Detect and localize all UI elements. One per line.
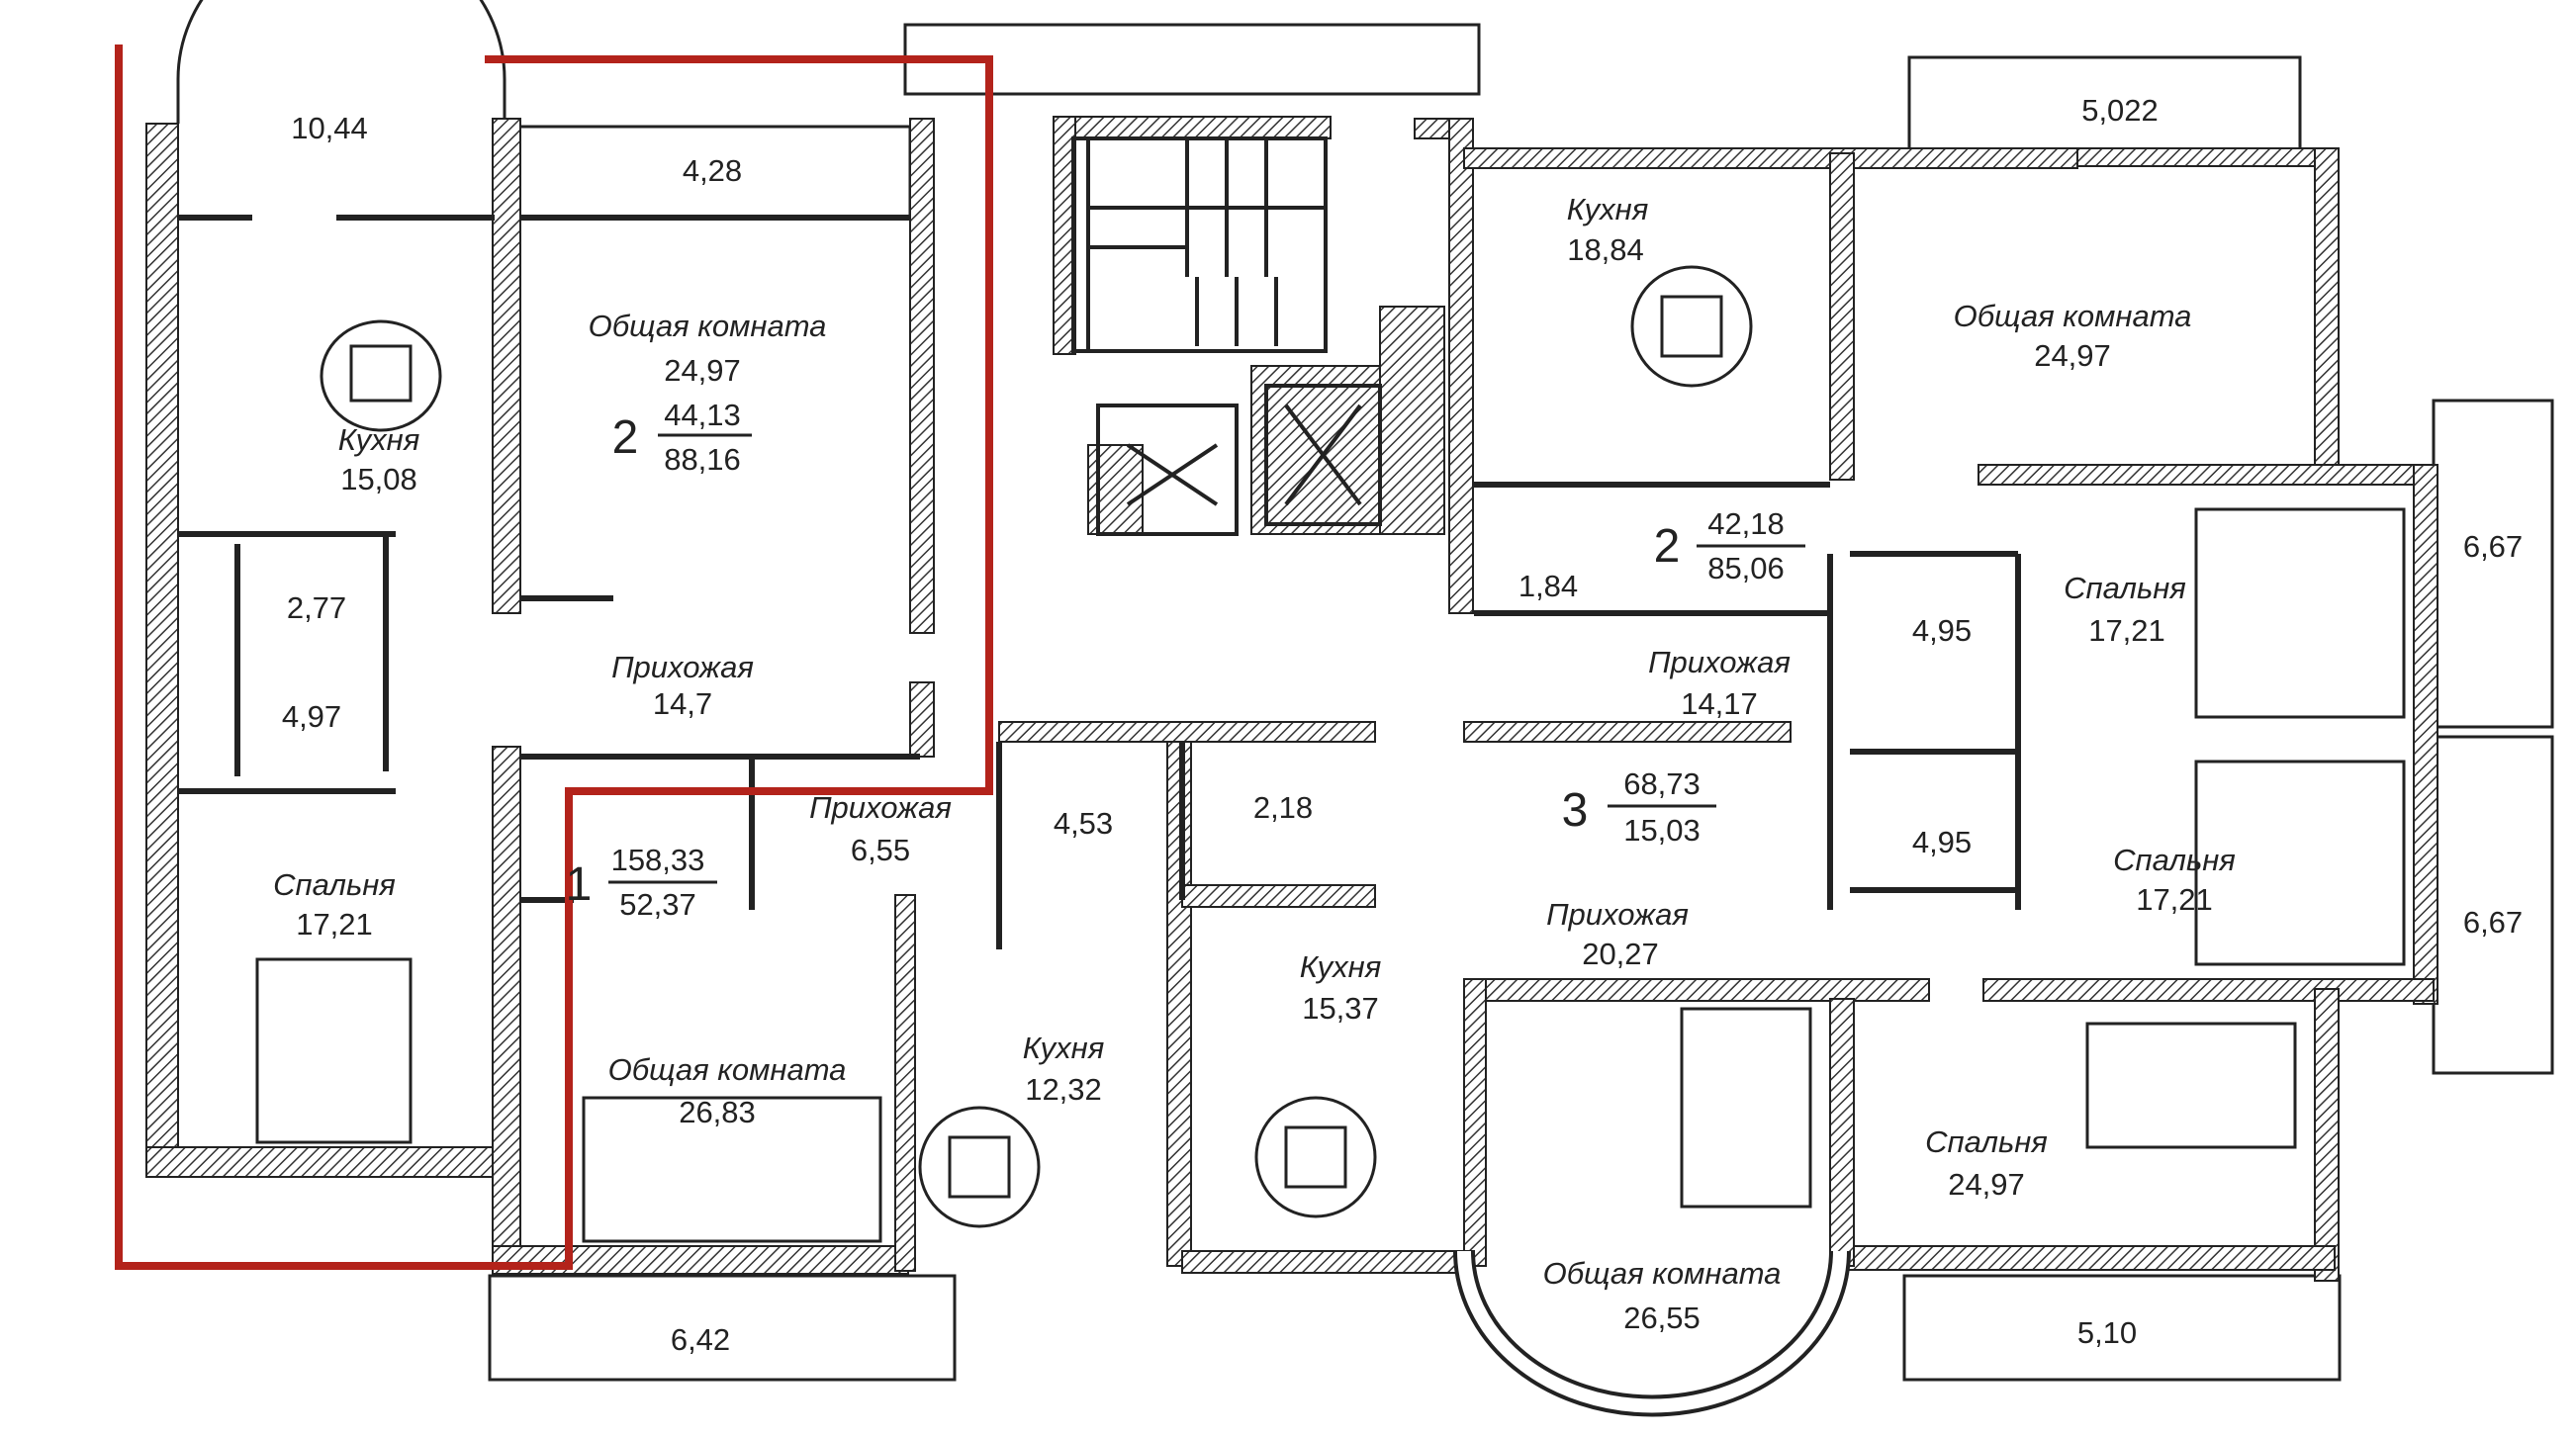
kitchen-d-area: 18,84 bbox=[1567, 232, 1644, 267]
hall-a-name: Прихожая bbox=[611, 650, 754, 684]
bedroom-e2-name: Спальня bbox=[2113, 843, 2236, 877]
apartment-4-rooms: 3 bbox=[1562, 784, 1589, 837]
balcony-top-left-area: 10,44 bbox=[291, 111, 368, 145]
apartment-3-total: 52,37 bbox=[619, 887, 696, 922]
apartment-2-living: 42,18 bbox=[1707, 506, 1785, 541]
apartment-3-living: 158,33 bbox=[611, 843, 705, 877]
labels: 10,44 4,28 Кухня 15,08 Общая комната 24,… bbox=[273, 93, 2523, 1357]
hall-a-area: 14,7 bbox=[653, 686, 712, 721]
bedroom-f-name: Спальня bbox=[1925, 1124, 2048, 1159]
bath-e2-area: 4,95 bbox=[1912, 825, 1972, 859]
balcony-right-1-area: 6,67 bbox=[2463, 529, 2523, 564]
hall-e-name: Прихожая bbox=[1546, 897, 1689, 932]
balcony-bottom-right-outline bbox=[1902, 1274, 2342, 1382]
interior-walls bbox=[178, 215, 2021, 949]
apartment-2-rooms: 2 bbox=[1654, 520, 1681, 573]
bath-b2-area: 2,18 bbox=[1253, 790, 1313, 825]
bedroom-e1-area: 17,21 bbox=[2088, 613, 2165, 648]
hall-b-area: 6,55 bbox=[851, 833, 910, 867]
living-d-name: Общая комната bbox=[1954, 299, 2192, 333]
stair-core bbox=[1071, 136, 1382, 536]
hall-d-area: 14,17 bbox=[1681, 686, 1758, 721]
apartment-1-rooms: 2 bbox=[612, 411, 639, 464]
apartment-1-living: 44,13 bbox=[664, 398, 741, 432]
bedroom-e1-name: Спальня bbox=[2064, 571, 2186, 605]
bath-e1-area: 4,95 bbox=[1912, 613, 1972, 648]
bedroom-f-area: 24,97 bbox=[1948, 1167, 2025, 1202]
kitchen-c-area: 15,37 bbox=[1302, 991, 1379, 1026]
hall-b-name: Прихожая bbox=[809, 790, 952, 825]
balcony-right-1-outline bbox=[2432, 399, 2554, 729]
apartment-highlight bbox=[115, 45, 993, 1270]
apartment-1-total: 88,16 bbox=[664, 442, 741, 477]
balcony-right-2-area: 6,67 bbox=[2463, 905, 2523, 940]
living-f-name: Общая комната bbox=[1543, 1256, 1782, 1291]
apartment-4-total: 15,03 bbox=[1623, 813, 1701, 848]
bedroom-e2-area: 17,21 bbox=[2136, 882, 2213, 917]
hall-d-name: Прихожая bbox=[1648, 645, 1791, 679]
outer-walls bbox=[145, 116, 2438, 1282]
kitchen-b-area: 12,32 bbox=[1025, 1072, 1102, 1107]
living-b-area: 26,83 bbox=[679, 1095, 756, 1129]
living-a-name: Общая комната bbox=[589, 309, 827, 343]
bath-b1-area: 4,53 bbox=[1054, 806, 1113, 841]
apartment-2-total: 85,06 bbox=[1707, 551, 1785, 585]
bedroom-a-area: 17,21 bbox=[296, 907, 373, 942]
balcony-top-left-outline bbox=[176, 0, 506, 124]
kitchen-a-name: Кухня bbox=[338, 422, 420, 457]
apartment-3-rooms: 1 bbox=[566, 858, 593, 911]
kitchen-c-name: Кухня bbox=[1300, 949, 1382, 984]
kitchen-d-name: Кухня bbox=[1567, 192, 1649, 226]
kitchen-a-area: 15,08 bbox=[340, 462, 417, 496]
loggia-top-area: 4,28 bbox=[683, 153, 742, 188]
bath-d-area: 1,84 bbox=[1518, 569, 1578, 603]
hall-e-area: 20,27 bbox=[1582, 937, 1659, 971]
furniture bbox=[255, 265, 2406, 1243]
balcony-bottom-left-area: 6,42 bbox=[671, 1322, 730, 1357]
balcony-bottom-left-outline bbox=[488, 1274, 957, 1382]
living-f-area: 26,55 bbox=[1623, 1301, 1701, 1335]
bath-a1-area: 2,77 bbox=[287, 590, 346, 625]
living-d-area: 24,97 bbox=[2034, 338, 2111, 373]
living-b-name: Общая комната bbox=[608, 1052, 847, 1087]
bath-a2-area: 4,97 bbox=[282, 699, 341, 734]
balcony-top-right-area: 5,022 bbox=[2081, 93, 2159, 128]
kitchen-b-name: Кухня bbox=[1023, 1031, 1105, 1065]
apartment-4-living: 68,73 bbox=[1623, 766, 1701, 801]
bedroom-a-name: Спальня bbox=[273, 867, 396, 902]
living-a-area: 24,97 bbox=[664, 353, 741, 388]
balcony-bottom-right-area: 5,10 bbox=[2077, 1315, 2137, 1350]
